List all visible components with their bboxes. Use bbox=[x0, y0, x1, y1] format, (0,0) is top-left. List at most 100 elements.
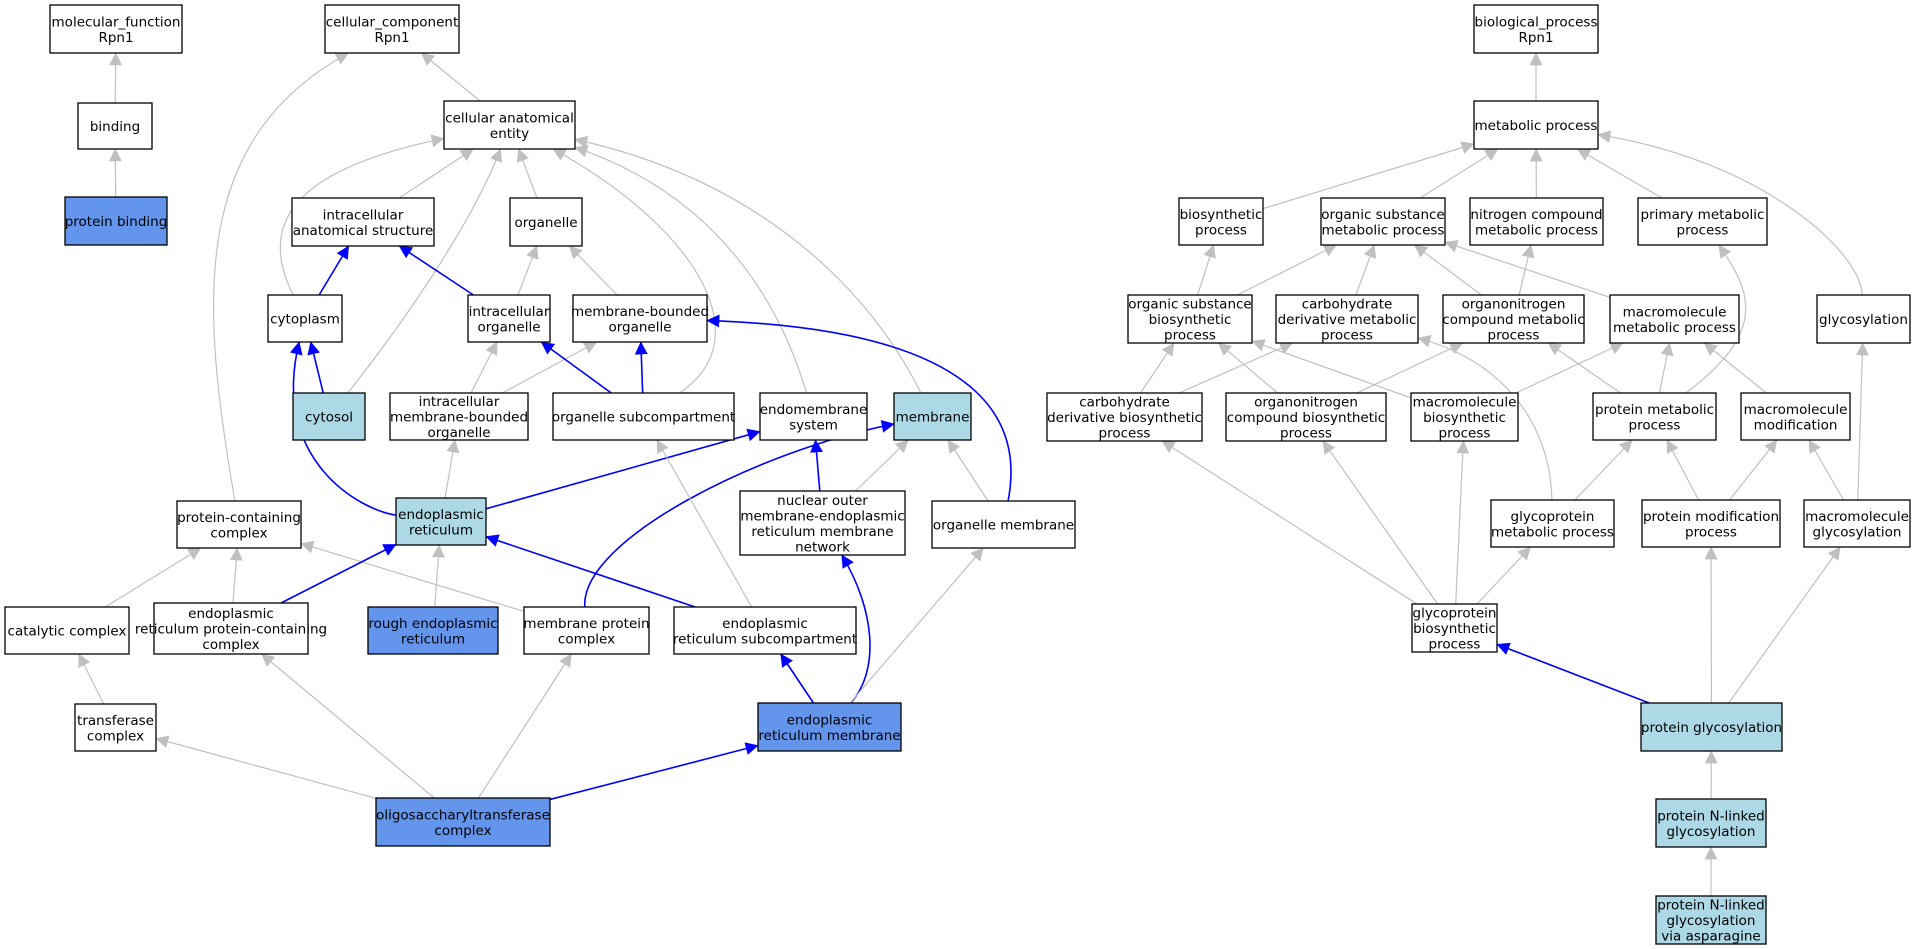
node-label-line: metabolic process bbox=[1475, 118, 1598, 134]
node-box bbox=[1178, 197, 1264, 246]
node-label-line: membrane bbox=[896, 410, 970, 426]
node-label-line: biosynthetic bbox=[1180, 207, 1263, 223]
node-box bbox=[467, 294, 551, 343]
node-label-line: protein-containing bbox=[177, 510, 301, 526]
node-protein-glycosylation[interactable]: protein glycosylation bbox=[1640, 702, 1783, 752]
edge-is-a-organonitrogen-compound-biosynthetic-process-to-organonitrogen-compound-metabolic-process bbox=[1356, 342, 1464, 394]
node-box bbox=[1225, 392, 1387, 442]
edge-is-a-membrane-bounded-organelle-to-organelle bbox=[568, 245, 618, 296]
node-label-line: organelle bbox=[477, 319, 540, 335]
node-catalytic-complex[interactable]: catalytic complex bbox=[4, 606, 130, 655]
edge-is-a-protein-metabolic-process-to-primary-metabolic-process bbox=[1685, 244, 1747, 394]
node-label-line: Rpn1 bbox=[98, 30, 133, 46]
node-box bbox=[1442, 294, 1585, 344]
edge-is-a-organic-substance-biosynthetic-process-to-organic-substance-metabolic-process bbox=[1237, 244, 1338, 296]
edge-part-of-cytosol-to-cytoplasm bbox=[307, 341, 325, 394]
node-membrane[interactable]: membrane bbox=[893, 392, 972, 441]
edge-is-a-protein-metabolic-process-to-macromolecule-metabolic-process bbox=[1658, 342, 1674, 394]
node-cytosol[interactable]: cytosol bbox=[292, 392, 366, 441]
node-box bbox=[1473, 100, 1599, 150]
node-box bbox=[673, 606, 857, 655]
node-box bbox=[4, 606, 130, 655]
node-box bbox=[1655, 798, 1767, 848]
node-organelle-subcompartment[interactable]: organelle subcompartment bbox=[552, 392, 735, 441]
node-label-line: endomembrane bbox=[760, 402, 868, 418]
edge-is-a-nuclear-outer-membrane-er-network-to-membrane bbox=[855, 439, 909, 492]
node-label-line: process bbox=[1321, 328, 1373, 344]
edge-is-a-er-protein-containing-complex-to-protein-containing-complex bbox=[229, 547, 243, 604]
node-box bbox=[759, 392, 868, 441]
node-organelle-membrane[interactable]: organelle membrane bbox=[931, 500, 1076, 549]
edge-part-of-nuclear-outer-membrane-er-network-to-endomembrane-system bbox=[810, 439, 824, 492]
node-organelle[interactable]: organelle bbox=[509, 197, 583, 247]
node-label-line: nuclear outer bbox=[777, 493, 868, 509]
edge-is-a-macromolecule-metabolic-process-to-organic-substance-metabolic-process bbox=[1444, 239, 1611, 298]
node-label-line: glycoprotein bbox=[1413, 606, 1497, 622]
edge-is-a-ost-complex-to-membrane-protein-complex bbox=[477, 653, 572, 799]
node-metabolic-process[interactable]: metabolic process bbox=[1473, 100, 1599, 150]
node-binding[interactable]: binding bbox=[77, 102, 153, 150]
node-label-line: membrane-bounded bbox=[571, 304, 709, 320]
node-glycosylation[interactable]: glycosylation bbox=[1816, 294, 1911, 344]
edge-is-a-binding-to-mf-root bbox=[109, 52, 123, 104]
node-box bbox=[389, 392, 529, 441]
node-label-line: derivative biosynthetic bbox=[1047, 410, 1202, 426]
node-box bbox=[324, 4, 460, 54]
node-box bbox=[267, 294, 343, 343]
edge-is-a-glycoprotein-biosynthetic-process-to-organonitrogen-compound-biosynthetic-process bbox=[1322, 440, 1439, 605]
node-nuclear-outer-membrane-er-network[interactable]: nuclear outermembrane-endoplasmicreticul… bbox=[739, 490, 906, 556]
node-box bbox=[1637, 197, 1768, 246]
node-label-line: endoplasmic bbox=[398, 507, 484, 523]
node-label-line: modification bbox=[1754, 417, 1838, 433]
node-cytoplasm[interactable]: cytoplasm bbox=[267, 294, 343, 343]
node-protein-binding[interactable]: protein binding bbox=[64, 196, 168, 246]
edge-is-a-protein-glycosylation-to-macromolecule-glycosylation bbox=[1728, 546, 1841, 704]
edge-is-a-membrane-protein-complex-to-protein-containing-complex bbox=[300, 540, 525, 613]
node-label-line: network bbox=[795, 539, 850, 555]
node-label-line: reticulum membrane bbox=[751, 524, 893, 540]
edge-is-a-rough-endoplasmic-reticulum-to-endoplasmic-reticulum bbox=[431, 544, 445, 608]
node-box bbox=[375, 797, 551, 847]
node-box bbox=[153, 602, 309, 655]
node-box bbox=[1411, 603, 1498, 653]
node-box bbox=[1592, 392, 1717, 441]
node-box bbox=[1320, 197, 1446, 246]
